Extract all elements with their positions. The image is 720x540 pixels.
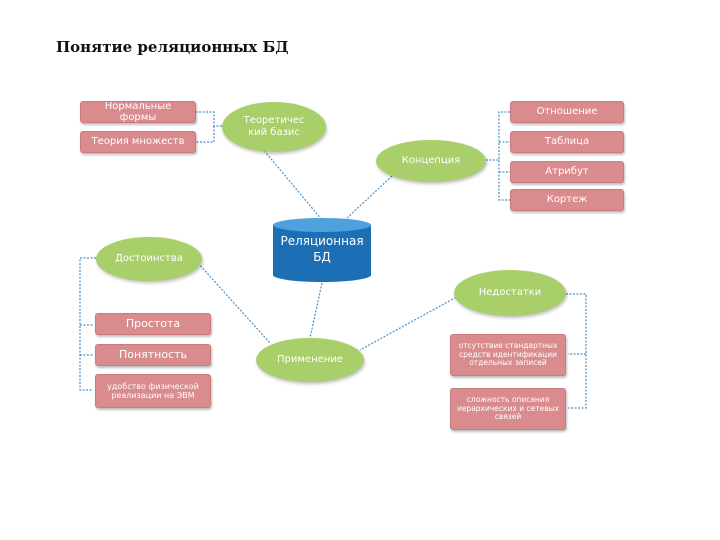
connector-center-application — [309, 282, 323, 339]
concept-item-table: Таблица — [510, 131, 624, 153]
concept-item-tuple: Кортеж — [510, 189, 624, 211]
db-label-line1: Реляционная — [280, 234, 364, 248]
advantages-node: Достоинства — [96, 237, 202, 281]
relational-db-cylinder: Реляционная БД — [273, 218, 371, 282]
db-body — [273, 225, 371, 275]
advantages-item-simplicity: Простота — [95, 313, 211, 335]
disadvantages-item-identification: отсутствие стандартных средств идентифик… — [450, 334, 566, 376]
theory-item-set-theory: Теория множеств — [80, 131, 196, 153]
disadvantages-node: Недостатки — [454, 270, 566, 316]
connector-theory-item2 — [196, 126, 215, 143]
connector-theory-center — [261, 147, 323, 221]
connector-advantages-application — [197, 262, 271, 344]
connector-concept-spine — [498, 111, 510, 201]
connector-disadvantages-spine — [566, 293, 587, 409]
theory-label-line2: кий базис — [248, 127, 300, 138]
theory-item-normal-forms: Нормальные формы — [80, 101, 196, 123]
db-top — [273, 218, 371, 232]
theory-label-line1: Теоретичес — [243, 115, 305, 126]
advantages-item-clarity: Понятность — [95, 344, 211, 366]
connector-advantages-spine — [79, 257, 96, 391]
connector-theory-item1 — [196, 111, 222, 127]
db-label-line2: БД — [313, 249, 331, 264]
application-node: Применение — [256, 338, 364, 382]
concept-item-relation: Отношение — [510, 101, 624, 123]
concept-node: Концепция — [376, 140, 486, 182]
connector-concept-center — [344, 175, 393, 221]
connector-disadvantages-application — [359, 293, 463, 351]
disadvantages-item-hierarchy: сложность описания иерархических и сетев… — [450, 388, 566, 430]
concept-item-attribute: Атрибут — [510, 161, 624, 183]
page-title: Понятие реляционных БД — [56, 38, 289, 56]
db-label: Реляционная БД — [273, 234, 371, 265]
advantages-item-implementation: удобство физической реализации на ЭВМ — [95, 374, 211, 408]
